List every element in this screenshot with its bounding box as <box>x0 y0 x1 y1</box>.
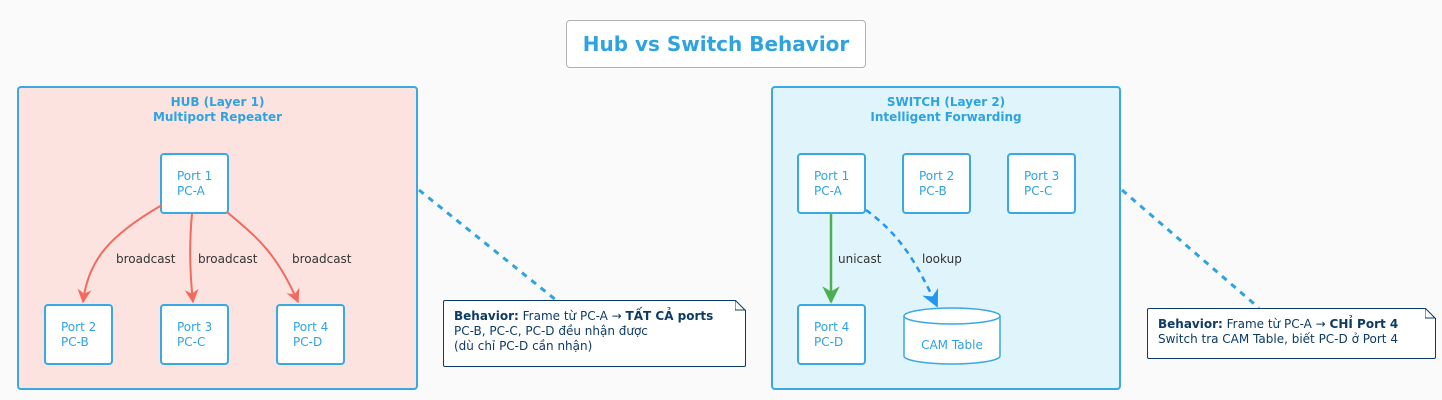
hub-note-line1: Behavior: Frame từ PC-A → TẤT CẢ ports <box>454 309 735 324</box>
note-fold-icon <box>1425 308 1436 319</box>
broadcast-edge-to-port4 <box>226 211 300 304</box>
switch-port2-label: Port 2 <box>919 169 955 183</box>
broadcast-label-3: broadcast <box>292 252 352 266</box>
lookup-label: lookup <box>922 252 962 266</box>
cam-table-label: CAM Table <box>921 338 983 352</box>
hub-note-text1: Frame từ PC-A → <box>518 309 626 323</box>
hub-port3-node: Port 3 PC-C <box>160 304 229 365</box>
broadcast-edge-to-port2 <box>77 204 163 304</box>
switch-port2-pc: PC-B <box>919 184 947 198</box>
hub-port2-node: Port 2 PC-B <box>44 304 113 365</box>
hub-panel-title: HUB (Layer 1) Multiport Repeater <box>19 95 416 125</box>
hub-behavior-note: Behavior: Frame từ PC-A → TẤT CẢ ports P… <box>443 300 746 367</box>
hub-port1-pc: PC-A <box>177 184 205 198</box>
switch-port4-label: Port 4 <box>814 320 850 334</box>
hub-port3-pc: PC-C <box>177 335 206 349</box>
hub-note-bold: TẤT CẢ ports <box>625 309 714 323</box>
switch-port2-node: Port 2 PC-B <box>902 153 971 214</box>
diagram-title: Hub vs Switch Behavior <box>566 20 866 68</box>
switch-panel-title: SWITCH (Layer 2) Intelligent Forwarding <box>773 95 1119 125</box>
cam-table-database-icon: CAM Table <box>903 307 1001 365</box>
switch-behavior-note: Behavior: Frame từ PC-A → CHỈ Port 4 Swi… <box>1147 308 1436 359</box>
hub-port2-label: Port 2 <box>61 320 97 334</box>
hub-port4-pc: PC-D <box>293 335 323 349</box>
hub-port1-node: Port 1 PC-A <box>160 153 229 214</box>
switch-port3-node: Port 3 PC-C <box>1007 153 1076 214</box>
switch-note-label: Behavior: <box>1158 317 1223 331</box>
switch-port3-label: Port 3 <box>1024 169 1060 183</box>
hub-port3-label: Port 3 <box>177 320 213 334</box>
switch-port3-pc: PC-C <box>1024 184 1053 198</box>
hub-port4-node: Port 4 PC-D <box>276 304 345 365</box>
switch-port1-node: Port 1 PC-A <box>797 153 866 214</box>
hub-port2-pc: PC-B <box>61 335 89 349</box>
switch-port4-node: Port 4 PC-D <box>797 304 866 365</box>
unicast-label: unicast <box>838 252 882 266</box>
hub-note-label: Behavior: <box>454 309 519 323</box>
switch-port4-pc: PC-D <box>814 335 844 349</box>
switch-note-connector <box>1121 188 1260 310</box>
switch-port1-pc: PC-A <box>814 184 842 198</box>
broadcast-label-1: broadcast <box>116 252 176 266</box>
hub-title-line2: Multiport Repeater <box>152 110 283 124</box>
hub-title-line1: HUB (Layer 1) <box>170 95 265 109</box>
hub-note-line3: (dù chỉ PC-D cần nhận) <box>454 339 593 353</box>
hub-note-line2: PC-B, PC-C, PC-D đều nhận được <box>454 324 648 338</box>
switch-title-line2: Intelligent Forwarding <box>870 110 1022 124</box>
note-fold-icon <box>735 300 746 311</box>
broadcast-label-2: broadcast <box>198 252 258 266</box>
switch-note-bold: CHỈ Port 4 <box>1329 317 1399 331</box>
switch-port1-label: Port 1 <box>814 169 850 183</box>
broadcast-edge-to-port3 <box>184 213 199 304</box>
hub-note-connector <box>418 188 557 302</box>
switch-note-text1: Frame từ PC-A → <box>1222 317 1330 331</box>
switch-note-line2: Switch tra CAM Table, biết PC-D ở Port 4 <box>1158 332 1398 346</box>
hub-port1-label: Port 1 <box>177 169 213 183</box>
switch-note-line1: Behavior: Frame từ PC-A → CHỈ Port 4 <box>1158 317 1425 332</box>
switch-title-line1: SWITCH (Layer 2) <box>886 95 1006 109</box>
hub-port4-label: Port 4 <box>293 320 329 334</box>
lookup-edge <box>865 208 939 308</box>
